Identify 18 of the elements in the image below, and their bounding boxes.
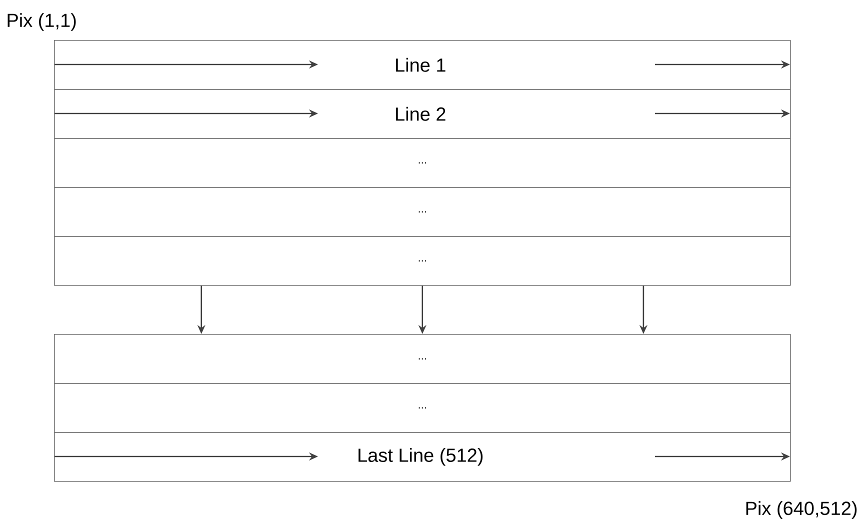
row-label: Line 2 (396, 106, 446, 121)
row-band (54, 382, 791, 433)
ellipsis: ... (418, 162, 426, 164)
row-band (54, 138, 791, 188)
row-label: Last Line (512) (358, 448, 483, 466)
ellipsis: ... (418, 407, 426, 408)
ellipsis: ... (418, 211, 426, 212)
row-band (54, 334, 791, 384)
row-band (54, 236, 791, 286)
row-band (54, 432, 791, 482)
coordinate-label: Pix (640,512) (746, 501, 857, 519)
ellipsis: ... (418, 260, 426, 262)
row-band (54, 89, 791, 139)
coordinate-label: Pix (1,1) (8, 13, 76, 31)
ellipsis: ... (418, 358, 426, 360)
row-band (54, 40, 791, 90)
row-label: Line 1 (396, 58, 446, 72)
row-band (54, 186, 791, 237)
